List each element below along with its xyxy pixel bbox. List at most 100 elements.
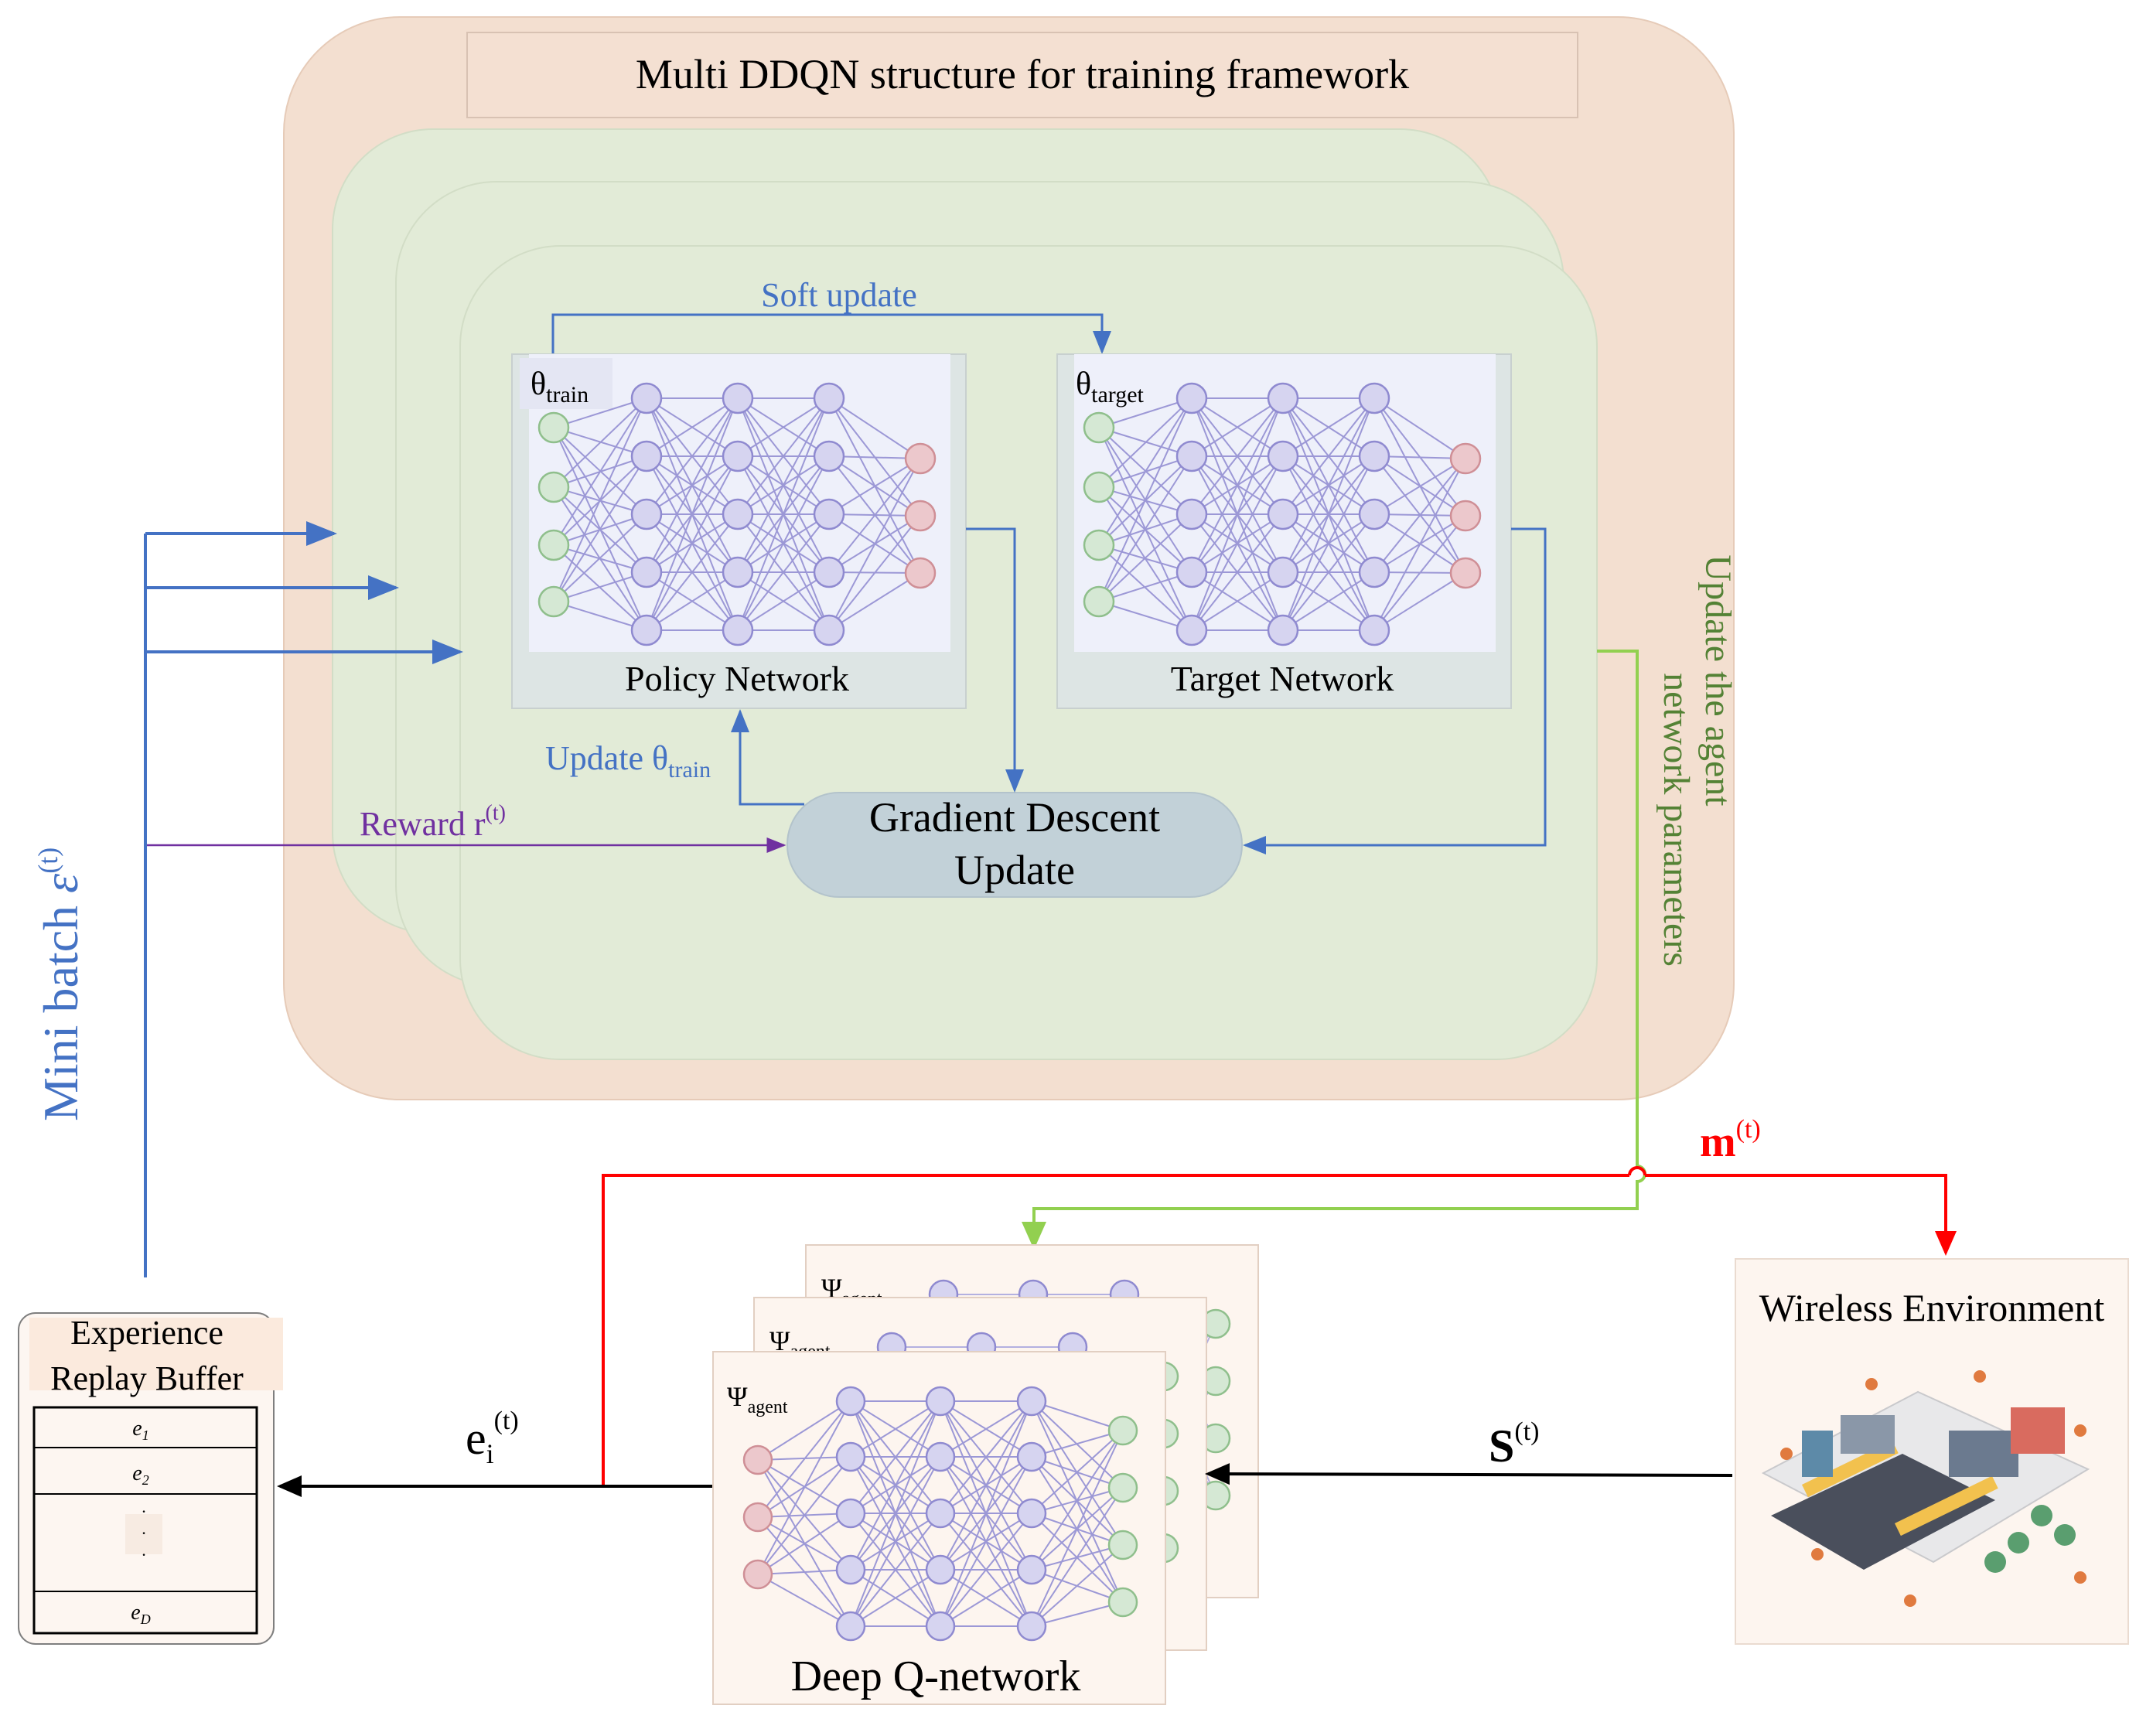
nn-edge xyxy=(757,1456,851,1575)
replay-buffer-line1: Experience xyxy=(70,1314,223,1352)
s-label: S(t) xyxy=(1489,1417,1539,1472)
gradient-descent-box xyxy=(786,792,1243,898)
dqn-label: Deep Q-network xyxy=(791,1652,1081,1700)
nn-node xyxy=(1083,585,1115,618)
nn-node xyxy=(1267,614,1299,646)
replay-buffer-line2: Replay Buffer xyxy=(50,1359,244,1397)
nn-node xyxy=(1175,382,1208,414)
policy-network-label: Policy Network xyxy=(625,659,849,698)
nn-edge xyxy=(646,455,739,631)
nn-edge xyxy=(828,572,921,631)
nn-node xyxy=(904,442,937,475)
nn-edge xyxy=(828,458,921,515)
update-agent-line2: network parameters xyxy=(1656,673,1697,967)
wireless-environment-label: Wireless Environment xyxy=(1759,1286,2105,1329)
nn-node xyxy=(1449,442,1482,475)
e-label: ei(t) xyxy=(466,1407,519,1469)
nn-edge xyxy=(940,1569,1032,1627)
dqn-neural-net-front xyxy=(742,1386,1138,1642)
nn-edge xyxy=(737,397,830,515)
nn-node xyxy=(630,440,663,472)
nn-edge xyxy=(828,397,921,459)
nn-node xyxy=(925,1386,956,1417)
nn-edge xyxy=(850,1456,941,1627)
nn-edge xyxy=(1031,1430,1124,1458)
nn-node xyxy=(1267,498,1299,530)
nn-edge xyxy=(737,455,830,631)
nn-edge xyxy=(1373,458,1466,573)
nn-edge xyxy=(1031,1544,1124,1627)
replay-row-e2: e2 xyxy=(132,1461,148,1488)
nn-edge xyxy=(553,397,647,488)
nn-node xyxy=(904,557,937,589)
m-arrow xyxy=(602,1174,1629,1486)
target-network-label: Target Network xyxy=(1171,659,1394,698)
nn-edge xyxy=(1098,397,1193,602)
nn-edge xyxy=(1373,515,1466,631)
nn-node xyxy=(630,614,663,646)
nn-node xyxy=(1358,440,1390,472)
nn-edge xyxy=(940,1400,1032,1514)
nn-edge xyxy=(850,1400,941,1514)
nn-edge xyxy=(737,571,830,631)
nn-node xyxy=(630,498,663,530)
nn-edge xyxy=(553,571,647,602)
nn-node xyxy=(537,471,570,503)
update-theta-label: Update θtrain xyxy=(545,739,711,783)
soft-update-label: Soft update xyxy=(761,276,917,314)
update-agent-line1: Update the agent xyxy=(1697,554,1738,807)
nn-node xyxy=(813,498,845,530)
nn-node xyxy=(1016,1498,1047,1529)
nn-edge xyxy=(737,397,830,573)
nn-node xyxy=(722,556,754,588)
s-arrow xyxy=(1205,1463,1733,1485)
nn-edge xyxy=(757,1574,851,1627)
replay-row-eD: eD xyxy=(131,1601,150,1627)
nn-node xyxy=(1267,556,1299,588)
nn-edge xyxy=(1191,397,1284,631)
nn-node xyxy=(1083,529,1115,561)
nn-edge xyxy=(850,1400,941,1458)
nn-edge xyxy=(1191,571,1284,631)
nn-node xyxy=(1358,382,1390,414)
nn-edge xyxy=(737,397,830,631)
nn-edge xyxy=(553,513,647,602)
nn-node xyxy=(1358,498,1390,530)
nn-node xyxy=(1083,411,1115,444)
m-arrow-head xyxy=(1645,1174,1957,1256)
nn-edge xyxy=(1098,397,1193,488)
nn-edge xyxy=(850,1400,941,1627)
nn-edge xyxy=(737,513,830,631)
nn-edge xyxy=(1282,455,1375,631)
replay-dot: · xyxy=(141,1523,146,1543)
nn-edge xyxy=(1191,513,1284,631)
nn-node xyxy=(1175,440,1208,472)
nn-node xyxy=(537,411,570,444)
nn-node xyxy=(904,500,937,532)
nn-edge xyxy=(1373,397,1466,459)
nn-node xyxy=(1107,1415,1138,1446)
nn-edge xyxy=(1191,397,1284,457)
replay-row-e1: e1 xyxy=(132,1417,148,1443)
nn-edge xyxy=(1098,455,1193,602)
nn-edge xyxy=(737,397,830,457)
nn-edge xyxy=(1098,397,1193,546)
nn-node xyxy=(835,1554,866,1585)
nn-node xyxy=(1107,1472,1138,1503)
factory-illustration xyxy=(1761,1370,2090,1607)
nn-node xyxy=(813,556,845,588)
nn-node xyxy=(722,440,754,472)
nn-edge xyxy=(1282,397,1375,457)
nn-edge xyxy=(940,1456,1032,1627)
nn-edge xyxy=(828,458,921,631)
soft-update-arrow xyxy=(551,313,1111,354)
nn-node xyxy=(722,614,754,646)
nn-node xyxy=(813,440,845,472)
nn-node xyxy=(742,1444,773,1475)
nn-node xyxy=(1358,614,1390,646)
nn-edge xyxy=(1282,397,1375,515)
nn-edge xyxy=(1031,1601,1124,1627)
nn-node xyxy=(1267,382,1299,414)
nn-edge xyxy=(1191,397,1284,573)
target-neural-net xyxy=(1083,382,1482,646)
